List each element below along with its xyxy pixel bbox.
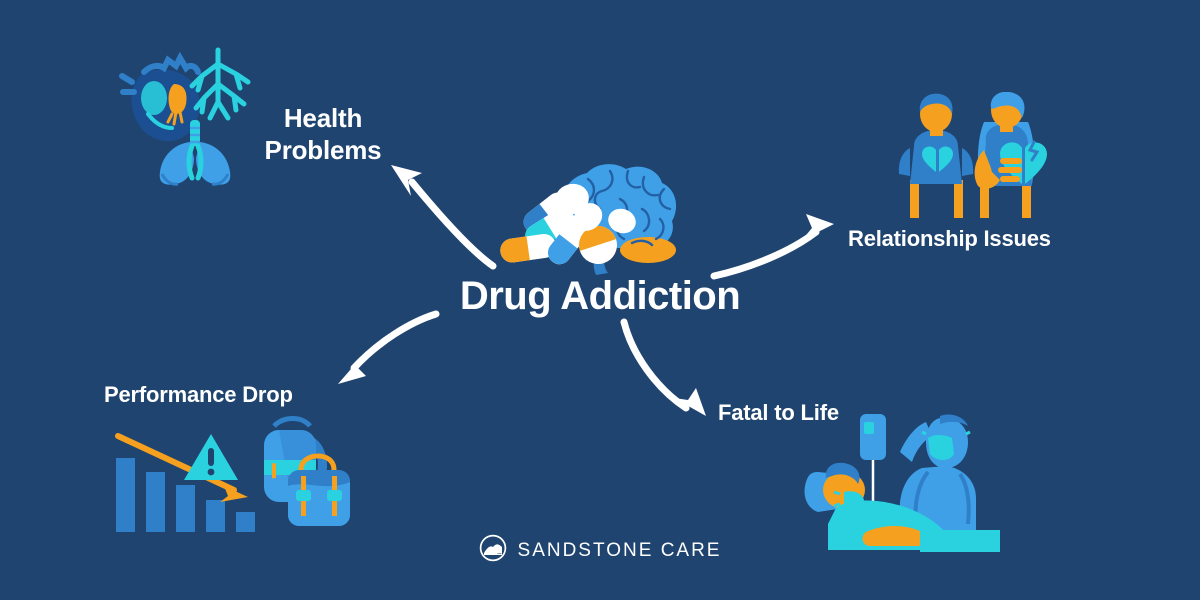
label-fatal-to-life: Fatal to Life: [718, 400, 839, 425]
brand-logo-text: SANDSTONE CARE: [517, 539, 722, 561]
declining-bar-chart-backpack-briefcase-icon: [96, 412, 361, 547]
label-performance-drop: Performance Drop: [104, 382, 293, 407]
curved-arrow-down-left-icon: [318, 310, 443, 395]
hospital-patient-iv-icon: [800, 412, 1010, 557]
curved-arrow-up-left-icon: [378, 158, 503, 278]
page-title: Drug Addiction: [459, 274, 741, 318]
label-relationship-issues: Relationship Issues: [848, 226, 1051, 251]
heart-lungs-icon: [118, 42, 273, 192]
couple-broken-heart-icon: [888, 91, 1063, 225]
sandstone-circle-mountain-icon: [479, 534, 507, 567]
label-health-problems: Health Problems: [264, 103, 382, 165]
brain-with-pills-icon: [492, 155, 692, 285]
curved-arrow-up-right-icon: [706, 210, 841, 290]
brand-logo: SANDSTONE CARE: [0, 534, 1200, 567]
curved-arrow-down-right-icon: [616, 316, 741, 426]
